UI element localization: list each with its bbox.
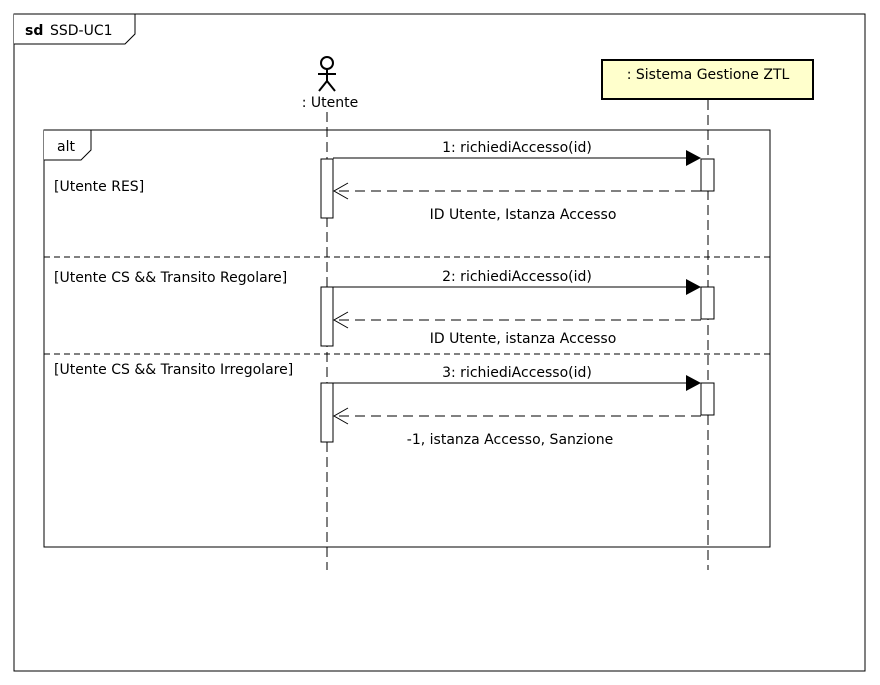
open-arrowhead (332, 311, 349, 329)
open-arrowhead (332, 407, 349, 425)
alt-operator: alt (57, 139, 75, 155)
filled-arrowhead (686, 279, 701, 295)
guard-condition: [Utente RES] (54, 179, 144, 195)
frame-name: SSD-UC1 (50, 23, 113, 39)
actor-utente (318, 56, 336, 92)
guard-condition: [Utente CS && Transito Irregolare] (54, 362, 293, 378)
call-message-label: 1: richiediAccesso(id) (442, 140, 592, 156)
actor-activation (320, 158, 334, 219)
frame-title-tab (14, 13, 136, 45)
actor-activation (320, 382, 334, 443)
filled-arrowhead (686, 375, 701, 391)
open-arrowhead (332, 182, 349, 200)
actor-leg-right (326, 80, 336, 92)
filled-arrowhead (686, 150, 701, 166)
reply-message-label: ID Utente, istanza Accesso (430, 331, 617, 347)
system-activation (700, 286, 715, 320)
alt-fragment (43, 129, 771, 548)
system-activation (700, 158, 715, 192)
alt-fragment-tab (44, 129, 92, 161)
actor-activation (320, 286, 334, 347)
system-activation (700, 382, 715, 416)
reply-message-label: ID Utente, Istanza Accesso (430, 207, 617, 223)
sequence-diagram-frame (13, 13, 866, 672)
actor-leg-left (318, 80, 328, 92)
actor-label: : Utente (302, 95, 359, 111)
frame-keyword: sd (25, 23, 43, 39)
call-message-label: 2: richiediAccesso(id) (442, 269, 592, 285)
actor-head (320, 56, 334, 70)
system-label: : Sistema Gestione ZTL (627, 67, 790, 83)
guard-condition: [Utente CS && Transito Regolare] (54, 270, 287, 286)
call-message-label: 3: richiediAccesso(id) (442, 365, 592, 381)
system-lifeline-head (601, 59, 814, 100)
reply-message-label: -1, istanza Accesso, Sanzione (407, 432, 613, 448)
